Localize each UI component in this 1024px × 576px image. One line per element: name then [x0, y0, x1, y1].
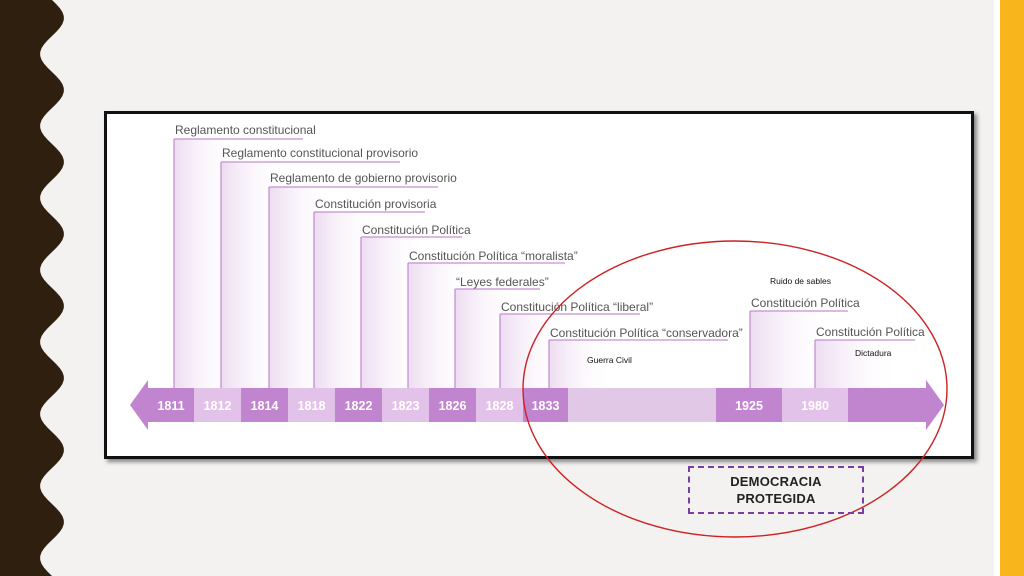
year-cell — [241, 388, 288, 422]
event-label: Constitución Política — [362, 223, 471, 237]
year-label: 1812 — [204, 399, 232, 413]
event-label: Constitución Política “conservadora” — [550, 326, 743, 340]
year-cell — [476, 388, 523, 422]
year-label: 1822 — [345, 399, 373, 413]
right-accent-bar — [1000, 0, 1024, 576]
event-label: “Leyes federales” — [456, 275, 549, 289]
dictadura-note: Dictadura — [855, 348, 892, 358]
left-wave-decoration — [0, 0, 64, 576]
guerra-civil-note: Guerra Civil — [587, 355, 632, 365]
democracia-protegida-box: DEMOCRACIA PROTEGIDA — [688, 466, 864, 514]
box-line-1: DEMOCRACIA — [730, 474, 822, 489]
year-cell — [148, 388, 194, 422]
year-label: 1980 — [801, 399, 829, 413]
year-cell — [382, 388, 429, 422]
year-cell — [194, 388, 241, 422]
timeline-band-gap — [568, 388, 716, 422]
year-cell — [429, 388, 476, 422]
right-edge-gap — [994, 0, 1000, 576]
year-label: 1818 — [298, 399, 326, 413]
event-label: Constitución Política — [816, 325, 925, 339]
year-label: 1811 — [157, 399, 184, 413]
event-label: Reglamento constitucional — [175, 123, 316, 137]
year-label: 1826 — [439, 399, 467, 413]
year-label: 1814 — [251, 399, 279, 413]
year-cell — [288, 388, 335, 422]
event-label: Constitución Política “liberal” — [501, 300, 653, 314]
ruido-de-sables-note: Ruido de sables — [770, 276, 831, 286]
box-line-2: PROTEGIDA — [736, 491, 816, 506]
year-label: 1925 — [735, 399, 763, 413]
year-label: 1833 — [532, 399, 560, 413]
year-label: 1828 — [486, 399, 514, 413]
right-arrow-head — [926, 380, 944, 430]
event-label: Constitución Política — [751, 296, 860, 310]
year-cell — [335, 388, 382, 422]
timeline-band-end — [848, 388, 926, 422]
event-label: Constitución Política “moralista” — [409, 249, 578, 263]
event-label: Reglamento constitucional provisorio — [222, 146, 418, 160]
event-label: Constitución provisoria — [315, 197, 437, 211]
year-label: 1823 — [392, 399, 420, 413]
event-label: Reglamento de gobierno provisorio — [270, 171, 457, 185]
left-arrow-head — [130, 380, 148, 430]
